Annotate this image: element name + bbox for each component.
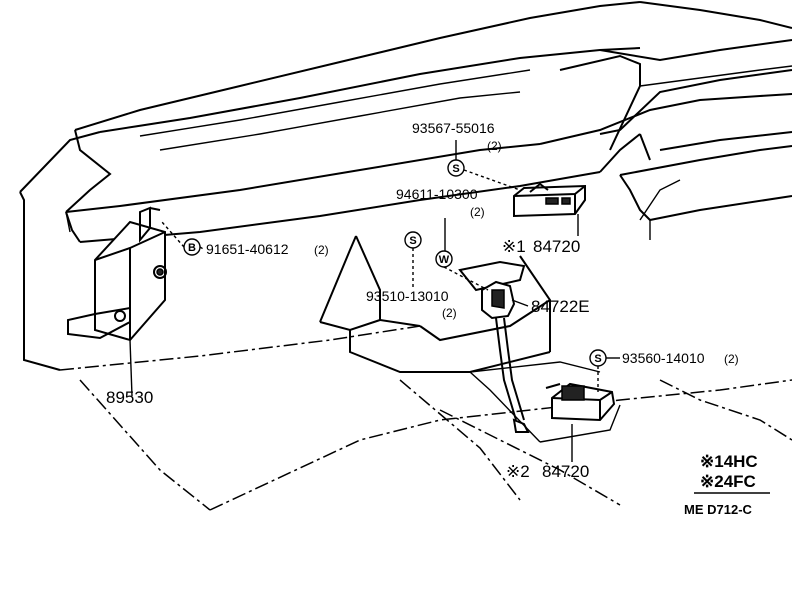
part-qty-93560: (2) — [724, 352, 739, 366]
part-number-93567: 93567-55016 — [412, 120, 495, 136]
symbol-w-94611: W — [439, 254, 450, 266]
fastener-symbols: S S W B S — [183, 159, 607, 367]
part-number-93510: 93510-13010 — [366, 288, 449, 304]
legend-line-2: ※24FC — [700, 472, 756, 491]
leader-lines — [161, 140, 620, 462]
part-number-84722E: 84722E — [531, 297, 590, 316]
part-qty-94611: (2) — [470, 205, 485, 219]
figure-code: ME D712-C — [684, 502, 753, 517]
component-84720-lower — [545, 382, 616, 422]
legend-line-1: ※14HC — [700, 452, 758, 471]
part-number-93560: 93560-14010 — [622, 350, 705, 366]
part-qty-93567: (2) — [487, 139, 502, 153]
part-number-84720-lower: 84720 — [542, 462, 589, 481]
part-marker-84720-upper: ※1 — [502, 237, 526, 256]
component-84722E — [458, 260, 530, 433]
lower-panel — [59, 235, 792, 511]
symbol-b-91651: B — [188, 242, 196, 254]
part-qty-91651: (2) — [314, 243, 329, 257]
part-number-89530: 89530 — [106, 388, 153, 407]
part-marker-84720-lower: ※2 — [506, 462, 530, 481]
legend: ※14HC ※24FC ME D712-C — [684, 452, 770, 517]
component-89530 — [67, 206, 167, 397]
part-number-91651: 91651-40612 — [206, 241, 289, 257]
component-84720-upper — [513, 182, 586, 218]
symbol-s-93560: S — [594, 353, 601, 365]
part-number-84720-upper: 84720 — [533, 237, 580, 256]
symbol-s-93567: S — [452, 163, 459, 175]
part-number-94611: 94611-10300 — [396, 186, 478, 202]
part-qty-93510: (2) — [442, 306, 457, 320]
part-labels: 93567-55016 (2) 94611-10300 (2) 91651-40… — [106, 120, 739, 481]
dashboard-outline — [19, 1, 792, 371]
symbol-s-93510: S — [409, 235, 416, 247]
